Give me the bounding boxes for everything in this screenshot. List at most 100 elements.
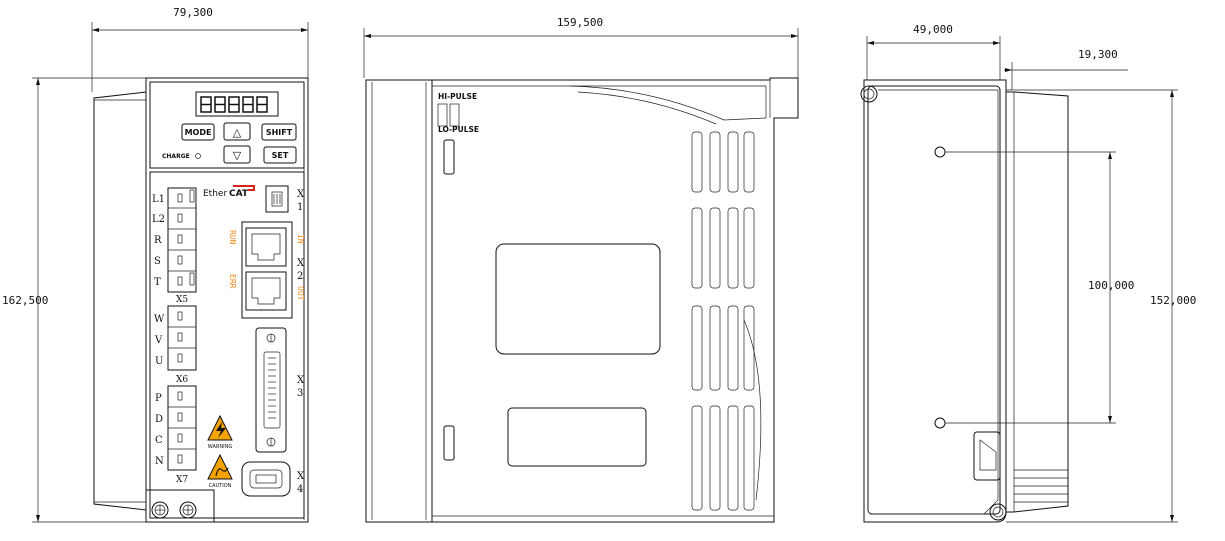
terminal-p: P	[155, 393, 162, 404]
terminal-w: W	[154, 314, 165, 325]
ground-terminal-plate	[145, 489, 215, 523]
shift-button: SHIFT	[261, 123, 297, 141]
side-slot-bottom	[443, 425, 455, 461]
power-terminal-block	[167, 187, 197, 293]
label-x3-b: 3	[297, 388, 303, 399]
terminal-r: R	[154, 235, 162, 246]
terminal-n: N	[155, 456, 164, 467]
fieldbus-logo-prefix: Ether	[203, 189, 227, 199]
x3-connector	[255, 327, 287, 453]
label-x7: X7	[176, 475, 188, 485]
terminal-u: U	[155, 356, 163, 367]
ground-screw-icon	[179, 501, 197, 519]
terminal-d: D	[155, 414, 163, 425]
svg-text:SET: SET	[272, 151, 289, 160]
charge-label: CHARGE	[162, 153, 190, 160]
label-x5: X5	[176, 295, 188, 305]
label-x2-a: X	[297, 258, 305, 269]
vent-slots	[691, 131, 755, 511]
svg-text:SHIFT: SHIFT	[266, 128, 293, 137]
front-view: 79,300 162,500	[2, 6, 309, 523]
rear-width-label: 49,000	[913, 23, 953, 36]
terminal-s: S	[154, 256, 161, 267]
display-panel	[149, 81, 305, 169]
heatsink-right	[1006, 91, 1069, 513]
ground-screw-icon	[151, 501, 169, 519]
side-slot-top	[443, 139, 455, 175]
terminal-t: T	[154, 277, 161, 288]
port-in-label: IN	[296, 234, 305, 244]
x4-connector	[241, 461, 291, 497]
dim-side-depth: 159,500	[363, 16, 799, 78]
dim-rear-width: 49,000	[866, 23, 1001, 80]
dim-hole-pitch: 100,000	[945, 151, 1134, 424]
seven-segment-digits	[200, 96, 268, 113]
side-label-recess-small	[507, 407, 647, 467]
label-x6: X6	[176, 375, 188, 385]
motor-terminal-block	[167, 305, 197, 371]
label-x4-a: X	[297, 471, 305, 482]
fieldbus-logo-swoosh	[233, 185, 255, 191]
set-button: SET	[263, 146, 297, 164]
up-button: △	[223, 122, 251, 141]
hole-top	[934, 146, 946, 158]
label-x1-b: 1	[297, 202, 303, 213]
terminal-c: C	[155, 435, 163, 446]
terminal-l1: L1	[152, 194, 165, 205]
terminal-l2: L2	[152, 214, 165, 225]
mode-button: MODE	[181, 123, 215, 141]
rear-mounting-plate	[863, 79, 1007, 523]
label-x4-b: 4	[297, 484, 303, 495]
lo-pulse-label: LO-PULSE	[438, 125, 479, 134]
front-height-label: 162,500	[2, 294, 48, 307]
x3-pins	[268, 357, 276, 419]
led-display	[195, 91, 279, 117]
rj45-in-port	[245, 227, 287, 267]
side-main-body	[432, 77, 799, 523]
x1-port	[265, 185, 289, 213]
charge-led	[195, 153, 201, 159]
rear-latch	[973, 431, 1001, 481]
hi-pulse-label: HI-PULSE	[438, 92, 477, 101]
heatsink-left	[93, 91, 147, 511]
caution-triangle-icon	[207, 453, 233, 480]
hole-bottom	[934, 417, 946, 429]
label-x3-a: X	[297, 375, 305, 386]
warning-triangle-icon	[207, 414, 233, 441]
rj45-out-port	[245, 271, 287, 311]
terminal-v: V	[154, 335, 163, 346]
ethernet-port-block	[241, 221, 293, 319]
dim-front-height: 162,500	[2, 77, 146, 523]
svg-text:▽: ▽	[233, 149, 242, 162]
svg-text:MODE: MODE	[185, 128, 212, 137]
down-button: ▽	[223, 145, 251, 164]
mount-hole-top	[860, 85, 878, 103]
port-out-label: OUT	[296, 286, 305, 301]
terminal-panel	[149, 171, 305, 519]
label-x1-a: X	[297, 189, 305, 200]
dim-rear-height: 152,000	[1006, 89, 1196, 523]
hole-pitch-label: 100,000	[1088, 279, 1134, 292]
rear-height-label: 152,000	[1150, 294, 1196, 307]
dim-front-width: 79,300	[91, 6, 309, 140]
label-x2-b: 2	[297, 271, 303, 282]
dim-rear-offset: 19,300	[1004, 48, 1128, 90]
pulse-switch-2	[449, 103, 460, 127]
rear-offset-label: 19,300	[1078, 48, 1118, 61]
front-housing	[145, 77, 309, 523]
rear-view: 49,000 19,300	[860, 23, 1196, 523]
pulse-switch-1	[437, 103, 448, 127]
caution-label: CAUTION	[209, 483, 232, 489]
svg-text:△: △	[233, 126, 242, 139]
fan-outline	[743, 319, 762, 501]
side-view: 159,500 HI-PULSE LO-PULSE	[363, 16, 799, 523]
regen-terminal-block	[167, 385, 197, 471]
led-err-label: ERR	[228, 274, 237, 289]
fieldbus-logo-suffix: CAT	[229, 189, 249, 199]
side-label-recess	[495, 243, 661, 355]
mount-hole-bottom	[989, 503, 1007, 521]
warning-label: WARNING	[208, 444, 233, 450]
led-run-label: RUN	[228, 230, 237, 245]
side-front-cover	[365, 79, 433, 523]
